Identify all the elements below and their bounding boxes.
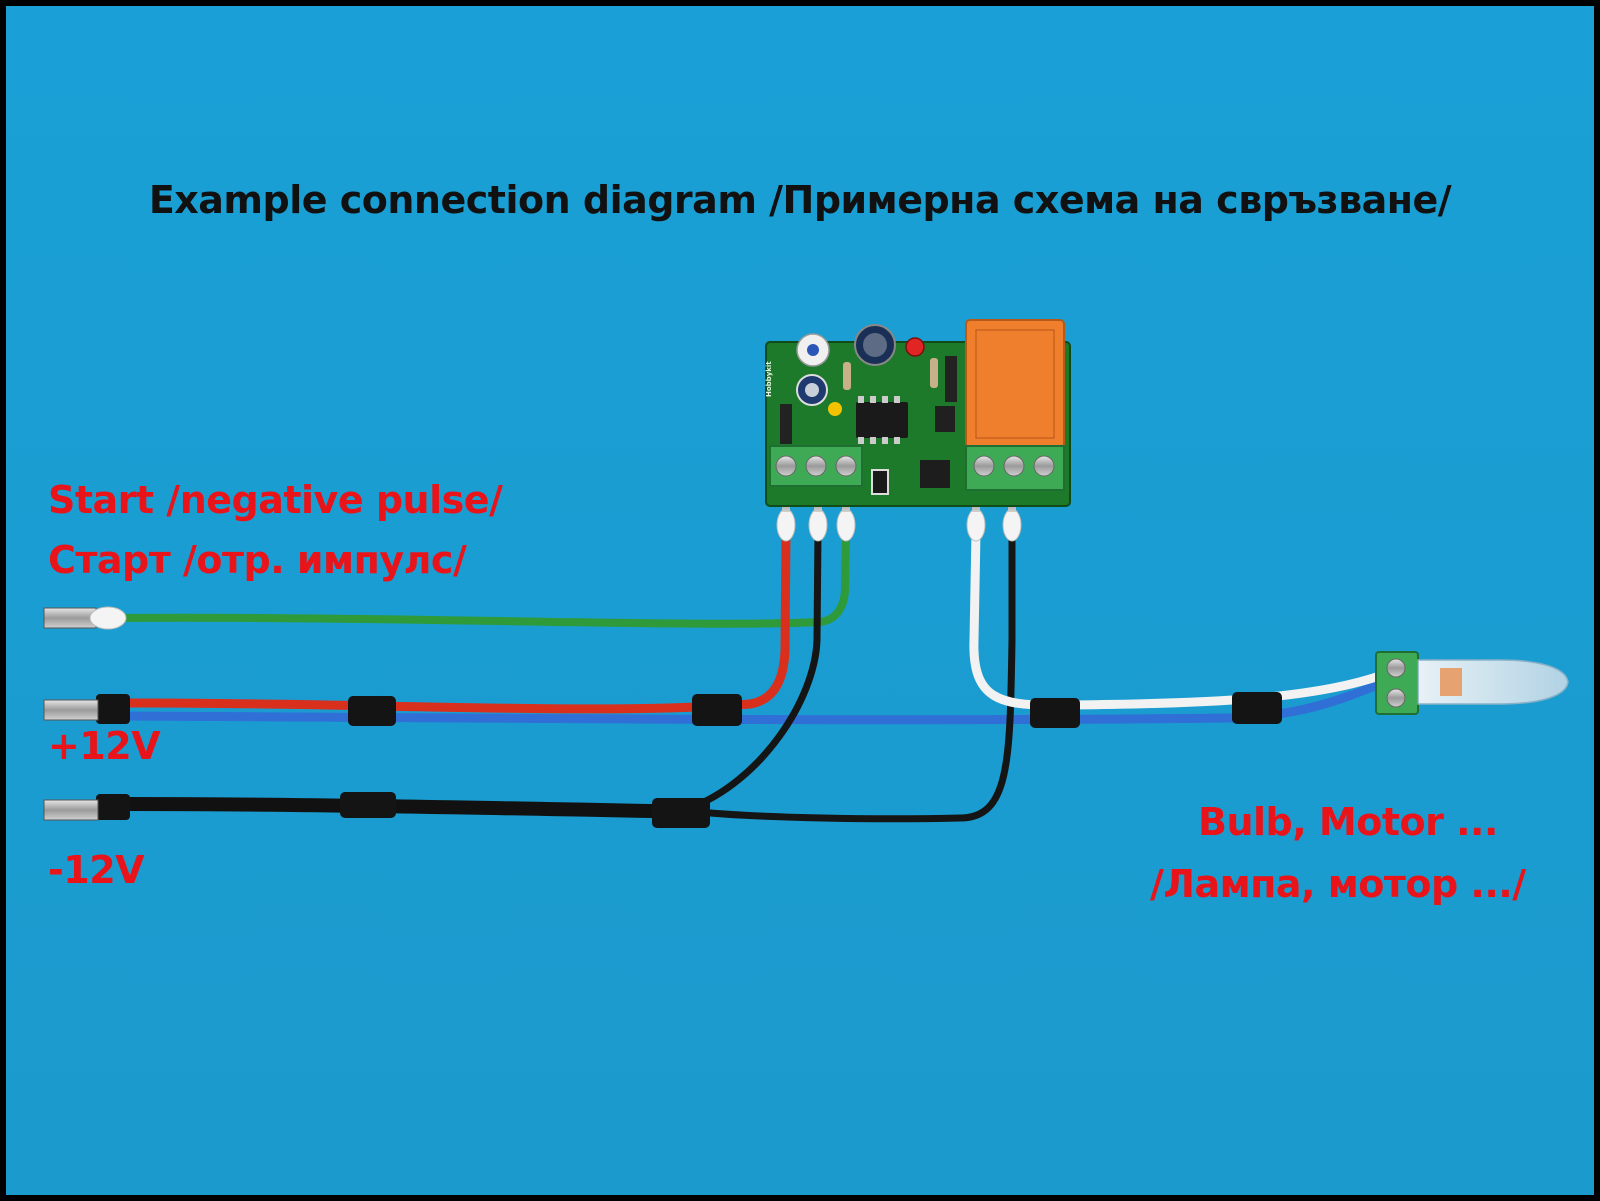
start-label-bg: Старт /отр. импулс/ bbox=[48, 538, 467, 582]
timer-relay-board: Hobbykit bbox=[765, 319, 1071, 507]
load-label-en: Bulb, Motor ... bbox=[1198, 800, 1498, 844]
red-plus-wire bbox=[115, 527, 791, 714]
black-relay-wire bbox=[696, 528, 1016, 823]
page-title: Example connection diagram /Примерна схе… bbox=[148, 178, 1452, 222]
load-bulb bbox=[1375, 651, 1569, 715]
start-label-en: Start /negative pulse/ bbox=[48, 478, 503, 522]
background-panel bbox=[6, 6, 1594, 1195]
minus-12v-label: -12V bbox=[48, 848, 145, 892]
white-load-wire bbox=[969, 527, 1395, 710]
wires bbox=[113, 527, 1395, 823]
ic-chip bbox=[856, 402, 908, 438]
green-start-wire bbox=[114, 528, 850, 628]
heat-shrink-sleeves bbox=[96, 692, 1282, 828]
wire-ferrules bbox=[43, 490, 1022, 821]
led-red bbox=[905, 337, 925, 357]
load-label-bg: /Лампа, мотор .../ bbox=[1150, 862, 1526, 906]
black-minus-wire bbox=[113, 797, 707, 819]
board-brand: Hobbykit bbox=[765, 361, 773, 397]
black-board-wire bbox=[686, 528, 822, 812]
plus-12v-label: +12V bbox=[48, 724, 161, 768]
relay bbox=[965, 319, 1065, 449]
